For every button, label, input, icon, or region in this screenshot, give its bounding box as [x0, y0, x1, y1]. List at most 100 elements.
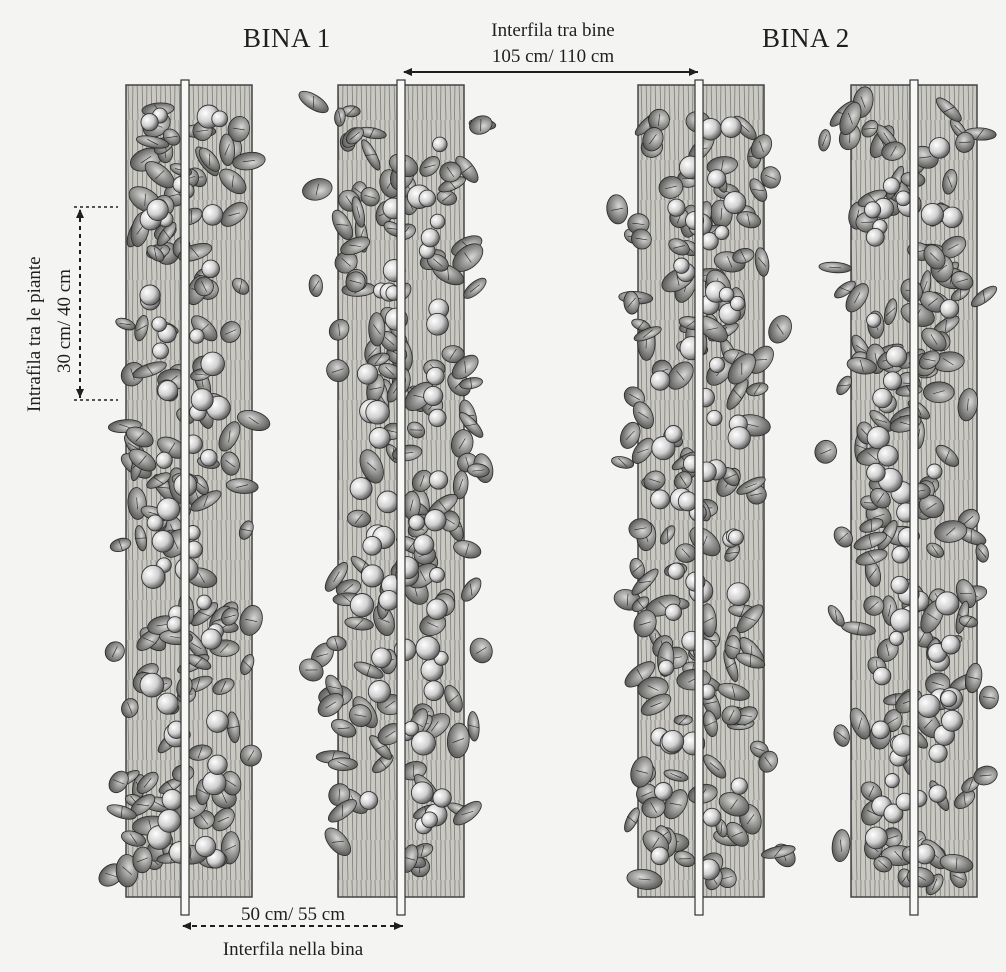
tomato-fruit: [368, 681, 390, 703]
tomato-fruit: [360, 792, 378, 810]
tomato-fruit: [421, 229, 439, 247]
tomato-fruit: [729, 530, 744, 545]
tomato-fruit: [708, 170, 726, 188]
tomato-fruit: [201, 352, 225, 376]
tomato-fruit: [655, 783, 673, 801]
tomato-fruit: [927, 464, 942, 479]
tomato-fruit: [867, 463, 886, 482]
tomato-fruit: [709, 357, 724, 372]
tomato-fruit: [721, 117, 742, 138]
tomato-fruit: [942, 207, 963, 228]
tomato-fruit: [427, 599, 448, 620]
tomato-fruit: [668, 563, 684, 579]
tomato-fruit: [424, 681, 444, 701]
support-stake: [397, 80, 405, 915]
tomato-fruit: [203, 771, 226, 794]
support-stake: [181, 80, 189, 915]
tomato-fruit: [665, 426, 682, 443]
tomato-fruit: [190, 329, 204, 343]
tomato-fruit: [152, 531, 174, 553]
between-pairs-value: 105 cm/ 110 cm: [492, 46, 614, 68]
tomato-fruit: [728, 427, 750, 449]
tomato-fruit: [873, 388, 892, 407]
tomato-fruit: [147, 199, 168, 220]
tomato-fruit: [208, 755, 227, 774]
tomato-fruit: [158, 381, 178, 401]
support-stake: [695, 80, 703, 915]
tomato-fruit: [674, 258, 689, 273]
tomato-fruit: [201, 629, 221, 649]
tomato-fruit: [665, 604, 681, 620]
tomato-fruit: [936, 592, 959, 615]
tomato-fruit: [153, 343, 169, 359]
between-pairs-label: Interfila tra bine: [491, 20, 614, 42]
tomato-fruit: [865, 827, 887, 849]
within-pair-value: 50 cm/ 55 cm: [241, 904, 345, 926]
tomato-fruit: [414, 535, 434, 555]
tomato-fruit: [867, 313, 881, 327]
tomato-fruit: [197, 595, 212, 610]
tomato-fruit: [891, 576, 908, 593]
tomato-fruit: [152, 317, 167, 332]
tomato-fruit: [651, 490, 670, 509]
tomato-fruit: [651, 847, 669, 865]
between-plants-label: Intrafila tra le piante: [24, 256, 46, 412]
tomato-fruit: [865, 202, 881, 218]
tomato-fruit: [427, 313, 449, 335]
tomato-fruit: [379, 590, 399, 610]
plant-row-2: [295, 80, 496, 915]
tomato-fruit: [411, 782, 433, 804]
tomato-fruit: [941, 691, 957, 707]
tomato-fruit: [430, 568, 445, 583]
tomato-fruit: [668, 199, 685, 216]
tomato-fruit: [715, 226, 729, 240]
between-plants-value: 30 cm/ 40 cm: [54, 269, 76, 373]
tomato-fruit: [372, 648, 392, 668]
tomato-fruit: [363, 536, 382, 555]
tomato-fruit: [659, 660, 674, 675]
within-pair-label: Interfila nella bina: [223, 939, 363, 961]
tomato-fruit: [703, 808, 721, 826]
tomato-fruit: [883, 178, 899, 194]
tomato-fruit: [929, 744, 947, 762]
tomato-fruit: [433, 789, 451, 807]
tomato-fruit: [929, 785, 946, 802]
tomato-fruit: [429, 409, 446, 426]
tomato-fruit: [889, 631, 903, 645]
tomato-fruit: [883, 372, 901, 390]
tomato-fruit: [662, 730, 684, 752]
tomato-fruit: [872, 721, 890, 739]
tomato-fruit: [429, 471, 447, 489]
tomato-fruit: [140, 673, 164, 697]
tomato-fruit: [917, 694, 940, 717]
tomato-fruit: [142, 565, 165, 588]
tomato-fruit: [892, 546, 909, 563]
tomato-fruit: [941, 635, 960, 654]
tomato-fruit: [425, 510, 446, 531]
tomato-fruit: [719, 287, 734, 302]
plant-row-3: [605, 80, 800, 915]
tomato-fruit: [885, 774, 899, 788]
tomato-fruit: [191, 389, 213, 411]
tomato-fruit: [350, 478, 372, 500]
tomato-fruit: [156, 452, 172, 468]
tomato-fruit: [942, 710, 963, 731]
tomato-fruit: [940, 300, 959, 319]
plant-row-4: [812, 80, 999, 915]
tomato-fruit: [158, 810, 181, 833]
tomato-fruit: [731, 778, 747, 794]
tomato-fruit: [369, 428, 390, 449]
tomato-fruit: [357, 364, 377, 384]
tomato-fruit: [886, 346, 907, 367]
tomato-fruit: [195, 836, 215, 856]
tomato-fruit: [207, 711, 229, 733]
tomato-fruit: [162, 790, 182, 810]
tomato-fruit: [416, 636, 440, 660]
tomato-fruit: [929, 138, 950, 159]
tomato-fruit: [878, 446, 899, 467]
tomato-fruit: [350, 594, 373, 617]
plant-row-1: [95, 80, 273, 915]
tomato-fruit: [422, 812, 438, 828]
